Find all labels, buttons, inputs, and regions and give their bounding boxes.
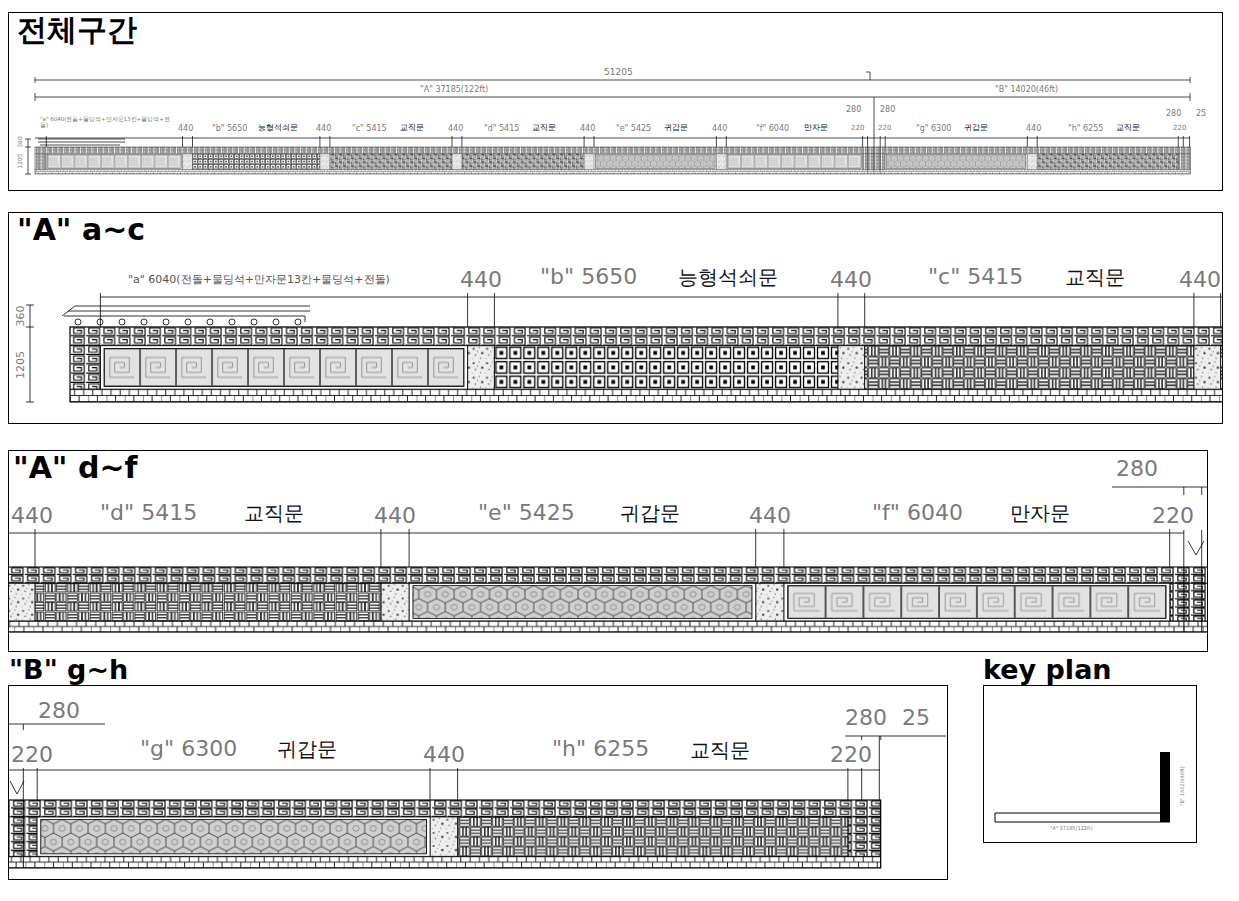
dimension-lines [8, 487, 1208, 567]
dimension-label: "A" 37185(122ft) [420, 86, 488, 94]
dimension-label: 440 [316, 125, 331, 133]
dimension-label: "h" 6255 [552, 738, 649, 760]
dimension-label: 360 [15, 306, 26, 327]
wall-whole [35, 147, 1190, 174]
dimension-label: "g" 6300 [140, 738, 237, 760]
wall-elevation-part [70, 327, 1222, 402]
dimension-label: 220 [11, 744, 53, 766]
section-panel: "B" g~h [8, 685, 948, 880]
wall-elevation-part [9, 567, 1207, 632]
dimension-label: 51205 [604, 68, 633, 77]
dimension-label: 220 [830, 744, 872, 766]
dimension-label: 440 [1179, 269, 1221, 291]
pattern-name: 능형석쇠문 [678, 267, 778, 287]
dimension-label: 280 [1166, 110, 1181, 118]
dimension-label: 360 [17, 136, 23, 147]
dimension-label: 440 [178, 125, 193, 133]
dimension-label: 1205 [15, 351, 26, 379]
dimension-label: 280 [845, 707, 887, 729]
section-panel: "A" a~c [8, 212, 1223, 424]
pattern-name: 만자문 [804, 124, 828, 132]
dimension-label: 25 [902, 707, 930, 729]
pattern-name: 교직문 [532, 124, 556, 132]
dimension-label: "e" 5425 [478, 502, 575, 524]
pattern-name: 귀갑문 [964, 124, 988, 132]
pattern-name: 귀갑문 [277, 739, 337, 759]
dimension-label: 220 [1173, 125, 1186, 132]
dimension-label: "c" 5415 [352, 125, 387, 133]
section-title: key plan [983, 656, 1112, 683]
dimension-label: 440 [448, 125, 463, 133]
section-panel: key plan [983, 685, 1197, 843]
section-title: "A" a~c [17, 215, 145, 245]
pattern-name: 능형석쇠문 [258, 124, 298, 132]
pattern-name: 귀갑문 [664, 124, 688, 132]
section-title: 전체구간 [17, 15, 137, 45]
section-title: "A" d~f [13, 453, 138, 483]
dimension-label: "B" 14020(46ft) [1180, 766, 1185, 805]
dimension-label: "e" 5425 [616, 125, 651, 133]
pattern-name: 교직문 [244, 503, 304, 523]
dimension-label: 25 [1196, 110, 1206, 118]
dimension-label: 280 [38, 700, 80, 722]
key-plan-wall [995, 813, 1170, 822]
dimension-label: 440 [423, 744, 465, 766]
pattern-name: 교직문 [1065, 267, 1125, 287]
pattern-name: 귀갑문 [620, 503, 680, 523]
section-title: "B" g~h [9, 656, 128, 683]
wall-section-a-c [70, 327, 1222, 402]
dimension-label: "f" 6040 [756, 125, 789, 133]
wall-section-g-h [9, 800, 881, 868]
wall-elevation-part [9, 800, 881, 868]
dimension-label: 280 [880, 106, 895, 114]
dimension-label: 440 [460, 269, 502, 291]
dimension-label: 440 [830, 269, 872, 291]
dimension-label: "f" 6040 [872, 502, 963, 524]
dimension-label: 220 [1152, 505, 1194, 527]
dimension-label: "a" 6040(전돌+물딩석+만자문13칸+물딩석+전돌) [128, 274, 390, 285]
dimension-label: "d" 5415 [100, 502, 197, 524]
key-plan-wall [1160, 752, 1170, 822]
dimension-label: 280 [1116, 458, 1158, 480]
dimension-label: "d" 5415 [484, 125, 519, 133]
dimension-label: 220 [878, 125, 891, 132]
dimension-label: 440 [374, 505, 416, 527]
dimension-label: 440 [1026, 125, 1041, 133]
dimension-label: 440 [580, 125, 595, 133]
dimension-label: "a" 6040(전돌+물딩석+만자문13칸+물딩석+전돌) [40, 116, 175, 128]
section-panel: 전체구간 [8, 12, 1223, 191]
dimension-label: 440 [712, 125, 727, 133]
pattern-name: 교직문 [400, 124, 424, 132]
pattern-name: 만자문 [1010, 503, 1070, 523]
dimension-label: 440 [749, 505, 791, 527]
dimension-label: "g" 6300 [916, 125, 951, 133]
dimension-label: "c" 5415 [928, 266, 1023, 288]
dimension-lines [26, 293, 1223, 402]
dimension-label: "b" 5650 [212, 125, 247, 133]
dimension-label: 1205 [17, 153, 23, 168]
dimension-label: 440 [11, 505, 53, 527]
dimension-label: "b" 5650 [540, 266, 637, 288]
dimension-label: "h" 6255 [1068, 125, 1103, 133]
coping-detail [67, 318, 309, 326]
dimension-lines [8, 724, 946, 800]
dimension-lines [25, 72, 1190, 174]
pattern-name: 교직문 [1116, 124, 1140, 132]
dimension-label: 220 [851, 125, 864, 132]
dimension-label: 280 [846, 106, 861, 114]
pattern-name: 교직문 [690, 740, 750, 760]
wall-section-d-f [9, 567, 1207, 632]
section-panel: "A" d~f [8, 450, 1208, 652]
dimension-label: "B" 14020(46ft) [995, 86, 1058, 94]
dimension-label: "A" 37185(122ft) [1050, 826, 1093, 831]
